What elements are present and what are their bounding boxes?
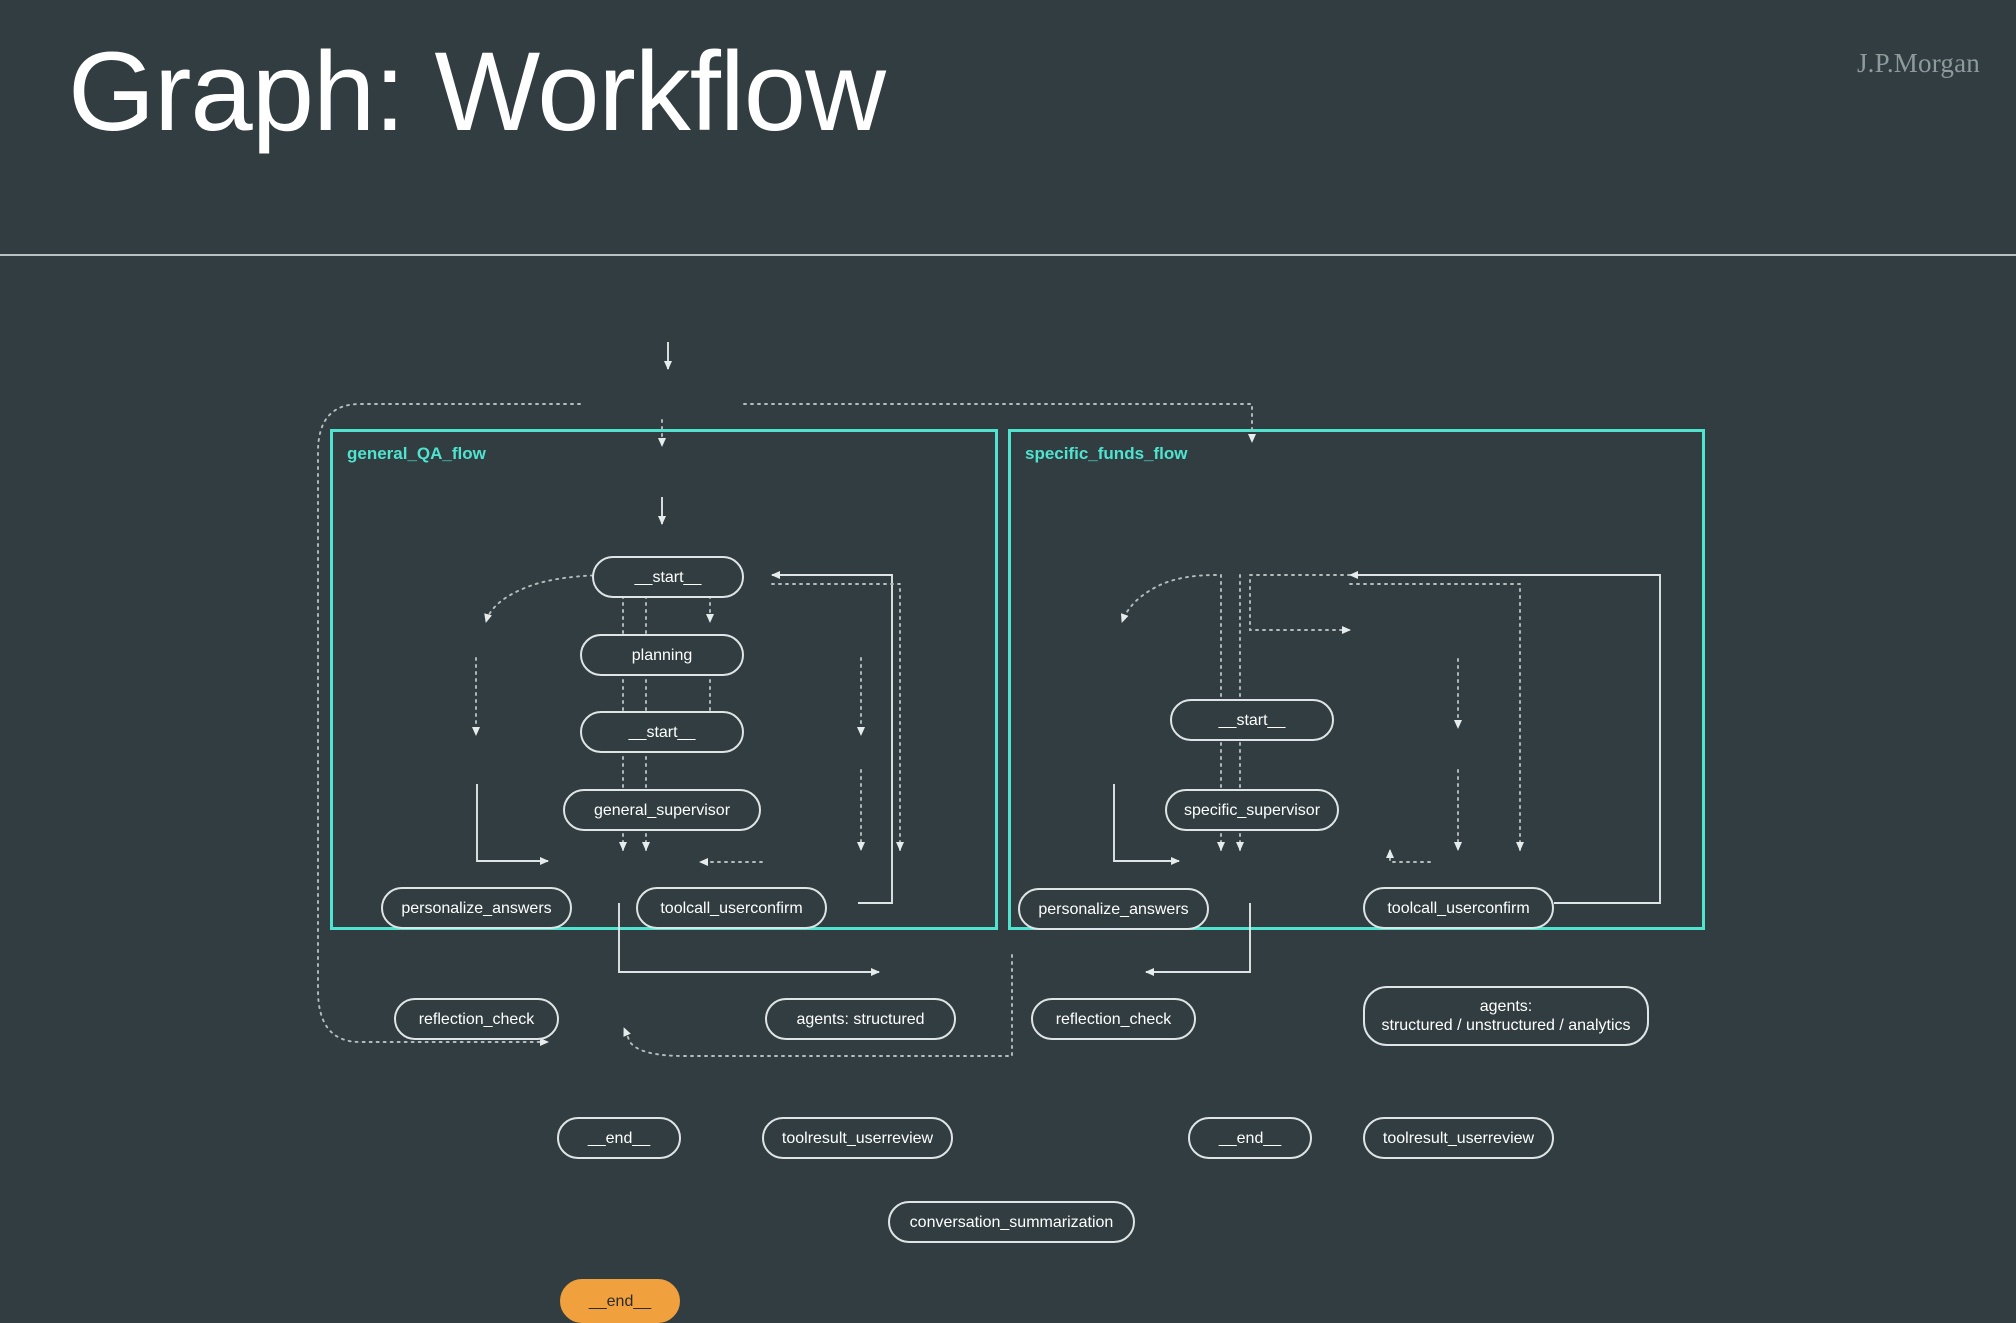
node-sf-start[interactable]: __start__ — [1170, 699, 1334, 741]
node-label: personalize_answers — [1038, 900, 1189, 918]
node-sf-toolcall-userconfirm[interactable]: toolcall_userconfirm — [1363, 887, 1554, 929]
node-label: __end__ — [1218, 1129, 1282, 1147]
node-sf-agents-multi[interactable]: agents: structured / unstructured / anal… — [1363, 986, 1649, 1046]
node-label: toolcall_userconfirm — [660, 899, 803, 917]
edge-layer — [317, 342, 1661, 1057]
node-label: reflection_check — [1055, 1010, 1172, 1028]
node-qa-toolresult-userreview[interactable]: toolresult_userreview — [762, 1117, 953, 1159]
node-label: __end__ — [588, 1292, 652, 1310]
node-sf-personalize-answers[interactable]: personalize_answers — [1018, 888, 1209, 930]
node-label: toolresult_userreview — [781, 1129, 934, 1147]
node-label: __start__ — [634, 568, 702, 586]
node-sf-end[interactable]: __end__ — [1188, 1117, 1312, 1159]
node-label: __end__ — [587, 1129, 651, 1147]
node-label: __start__ — [628, 723, 696, 741]
node-qa-toolcall-userconfirm[interactable]: toolcall_userconfirm — [636, 887, 827, 929]
node-label: specific_supervisor — [1183, 801, 1321, 819]
edges-dotted — [317, 403, 1524, 1057]
node-label: general_supervisor — [593, 801, 731, 819]
node-qa-reflection-check[interactable]: reflection_check — [394, 998, 559, 1040]
node-qa-agents-structured[interactable]: agents: structured — [765, 998, 956, 1040]
header-divider — [0, 254, 2016, 256]
edges-solid — [476, 342, 1661, 976]
brand-logo: J.P.Morgan — [1856, 48, 1980, 78]
node-label: agents: structured — [796, 1010, 925, 1028]
node-label: agents: structured / unstructured / anal… — [1381, 998, 1631, 1034]
node-conversation-summarization[interactable]: conversation_summarization — [888, 1201, 1135, 1243]
node-qa-start[interactable]: __start__ — [580, 711, 744, 753]
node-general-supervisor[interactable]: general_supervisor — [563, 789, 761, 831]
node-label: planning — [631, 646, 693, 664]
node-root-end[interactable]: __end__ — [560, 1279, 680, 1323]
page-title: Graph: Workflow — [68, 29, 886, 154]
node-specific-supervisor[interactable]: specific_supervisor — [1165, 789, 1339, 831]
node-label: __start__ — [1218, 711, 1286, 729]
node-label: toolcall_userconfirm — [1387, 899, 1530, 917]
subgraph-label-general-qa-flow: general_QA_flow — [347, 444, 486, 463]
node-label: personalize_answers — [401, 899, 552, 917]
node-root-start[interactable]: __start__ — [592, 556, 744, 598]
subgraph-specific-funds-flow: specific_funds_flow — [1008, 429, 1705, 930]
node-sf-reflection-check[interactable]: reflection_check — [1031, 998, 1196, 1040]
graph-canvas: general_QA_flow specific_funds_flow — [0, 256, 2016, 1323]
node-qa-end[interactable]: __end__ — [557, 1117, 681, 1159]
node-label: reflection_check — [418, 1010, 535, 1028]
subgraph-label-specific-funds-flow: specific_funds_flow — [1025, 444, 1188, 463]
node-qa-personalize-answers[interactable]: personalize_answers — [381, 887, 572, 929]
page-header: Graph: Workflow J.P.Morgan — [0, 0, 2016, 256]
node-planning[interactable]: planning — [580, 634, 744, 676]
node-sf-toolresult-userreview[interactable]: toolresult_userreview — [1363, 1117, 1554, 1159]
node-label: conversation_summarization — [909, 1213, 1114, 1231]
node-label: toolresult_userreview — [1382, 1129, 1535, 1147]
